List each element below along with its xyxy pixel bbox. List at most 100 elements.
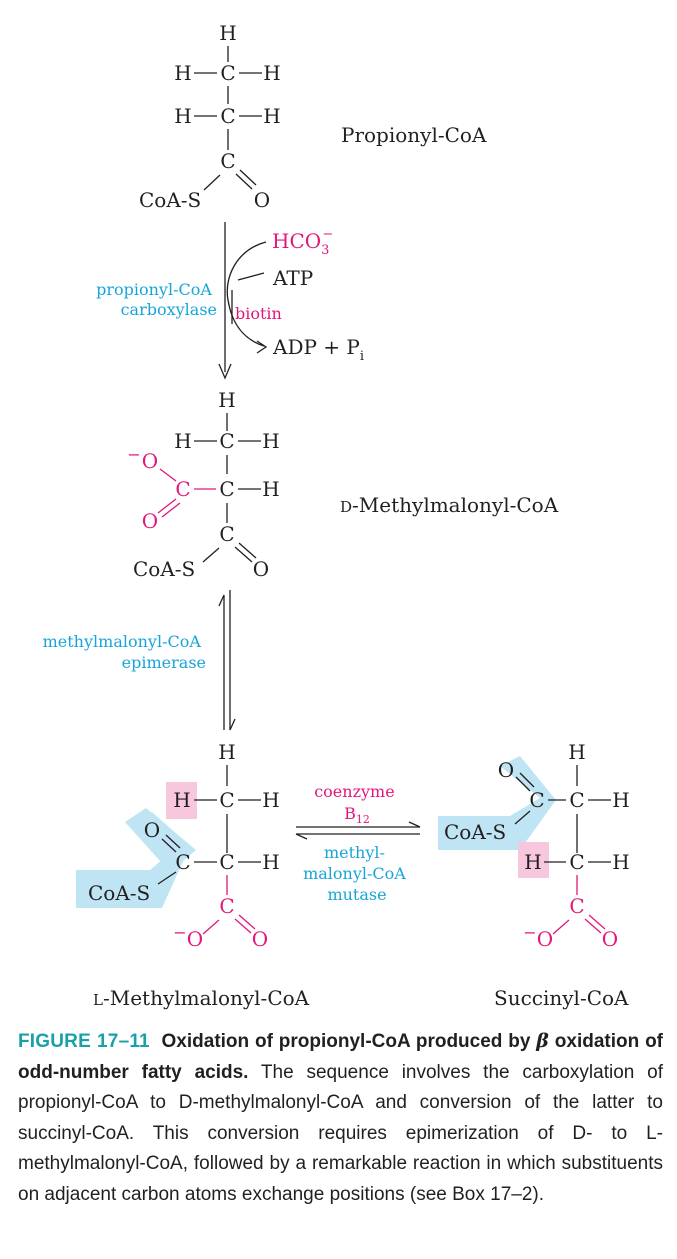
cofactor-biotin: biotin — [235, 304, 282, 323]
bond — [159, 468, 177, 482]
atom-h: H — [263, 61, 280, 85]
propionyl-coa-structure: H H C H H C H C CoA-S O — [139, 21, 281, 212]
atom-c: C — [219, 429, 234, 453]
arrow-head — [256, 340, 268, 354]
enzyme-methylmalonyl-coa-epimerase: methylmalonyl-CoA epimerase — [43, 632, 206, 672]
atom-h-migrating: H — [173, 788, 190, 812]
atom-h-migrated: H — [524, 850, 541, 874]
atom-h: H — [262, 788, 279, 812]
enzyme-methylmalonyl-coa-mutase: methyl- malonyl-CoA mutase — [303, 843, 411, 904]
atom-h: H — [174, 61, 191, 85]
atom-o-minus: O — [187, 927, 203, 951]
succinyl-coa-structure: H C C H O CoA-S H C H C − O O — [444, 740, 630, 951]
caption-body: The sequence involves the carboxylation … — [18, 1061, 664, 1205]
atom-h: H — [612, 850, 629, 874]
coa-s: CoA-S — [88, 881, 150, 905]
atom-o: O — [602, 927, 618, 951]
atom-c: C — [529, 788, 544, 812]
atom-c-carboxyl: C — [569, 894, 584, 918]
input-atp: ATP — [272, 266, 313, 290]
minus-sign: − — [127, 445, 140, 464]
atom-c-carboxyl: C — [175, 477, 190, 501]
atom-c-carboxyl: C — [219, 894, 234, 918]
atom-c: C — [175, 850, 190, 874]
bond — [238, 542, 257, 559]
atom-h: H — [263, 104, 280, 128]
label-succinyl-coa: Succinyl-CoA — [494, 986, 629, 1010]
bond — [584, 918, 602, 934]
curved-arrow — [226, 241, 267, 347]
atom-c: C — [219, 788, 234, 812]
atom-h: H — [262, 477, 279, 501]
arrow-barb — [229, 718, 236, 731]
bond — [588, 914, 606, 930]
atom-o: O — [142, 509, 158, 533]
label-l-methylmalonyl-coa: L-Methylmalonyl-CoA — [93, 986, 310, 1010]
arrow-barb — [295, 833, 308, 840]
bond — [239, 169, 257, 186]
reaction-3: coenzyme B12 methyl- malonyl-CoA mutase — [295, 782, 421, 904]
bond — [552, 919, 570, 935]
atom-c: C — [220, 149, 235, 173]
bond — [165, 834, 181, 849]
coa-s: CoA-S — [133, 557, 195, 581]
pathway-figure: H H C H H C H C CoA-S O Propionyl-CoA HC… — [43, 21, 630, 1010]
atom-o: O — [498, 758, 514, 782]
coa-highlight-l — [76, 812, 190, 908]
bond — [515, 776, 531, 792]
label-propionyl-coa: Propionyl-CoA — [341, 123, 487, 147]
coa-s: CoA-S — [139, 188, 201, 212]
atom-c: C — [220, 104, 235, 128]
coa-s: CoA-S — [444, 820, 506, 844]
bond — [161, 502, 181, 518]
h-highlight-s — [518, 842, 549, 878]
arrow-barb — [408, 821, 421, 828]
atom-h: H — [262, 429, 279, 453]
arrow-barb — [218, 594, 225, 607]
enzyme-propionyl-coa-carboxylase: propionyl-CoA carboxylase — [96, 280, 217, 319]
bond — [234, 546, 253, 563]
bond — [235, 173, 253, 190]
atom-h: H — [174, 429, 191, 453]
atom-h: H — [612, 788, 629, 812]
atom-o: O — [252, 927, 268, 951]
figure-number: FIGURE 17–11 — [18, 1031, 150, 1052]
atom-c: C — [219, 522, 234, 546]
h-highlight-l — [166, 782, 197, 819]
curved-arrow-branch — [237, 272, 265, 281]
input-hco3: HCO3− — [272, 227, 333, 258]
bond — [161, 838, 177, 853]
bond — [202, 919, 220, 935]
atom-h: H — [568, 740, 585, 764]
atom-h: H — [219, 21, 236, 45]
figure-caption: FIGURE 17–11 Oxidation of propionyl-CoA … — [18, 1026, 663, 1210]
atom-o: O — [253, 557, 269, 581]
reaction-1: HCO3− ATP ADP + Pi propionyl-CoA carboxy… — [96, 222, 364, 380]
atom-o: O — [254, 188, 270, 212]
bond — [202, 547, 220, 563]
atom-c: C — [219, 477, 234, 501]
atom-h: H — [174, 104, 191, 128]
bond — [234, 918, 252, 934]
atom-c: C — [219, 850, 234, 874]
arrow-head — [218, 363, 232, 380]
atom-c: C — [569, 850, 584, 874]
label-d-methylmalonyl-coa: D-Methylmalonyl-CoA — [340, 493, 559, 517]
atom-c: C — [220, 61, 235, 85]
cofactor-coenzyme-b12: coenzyme B12 — [314, 782, 400, 826]
atom-h: H — [218, 388, 235, 412]
bond — [519, 772, 535, 788]
atom-c: C — [569, 788, 584, 812]
l-methylmalonyl-coa-structure: H H C H C C H O CoA-S C − O O — [88, 740, 280, 951]
bond — [157, 498, 177, 514]
d-methylmalonyl-coa-structure: H H C H C H C CoA-S O C O − O — [127, 388, 279, 581]
reaction-2: methylmalonyl-CoA epimerase — [43, 590, 236, 731]
atom-o-minus: O — [142, 449, 158, 473]
output-adp-pi: ADP + Pi — [272, 335, 364, 364]
minus-sign: − — [523, 923, 536, 942]
minus-sign: − — [173, 923, 186, 942]
bond — [238, 914, 256, 930]
atom-h: H — [262, 850, 279, 874]
bond — [514, 810, 531, 825]
bond — [157, 871, 177, 885]
